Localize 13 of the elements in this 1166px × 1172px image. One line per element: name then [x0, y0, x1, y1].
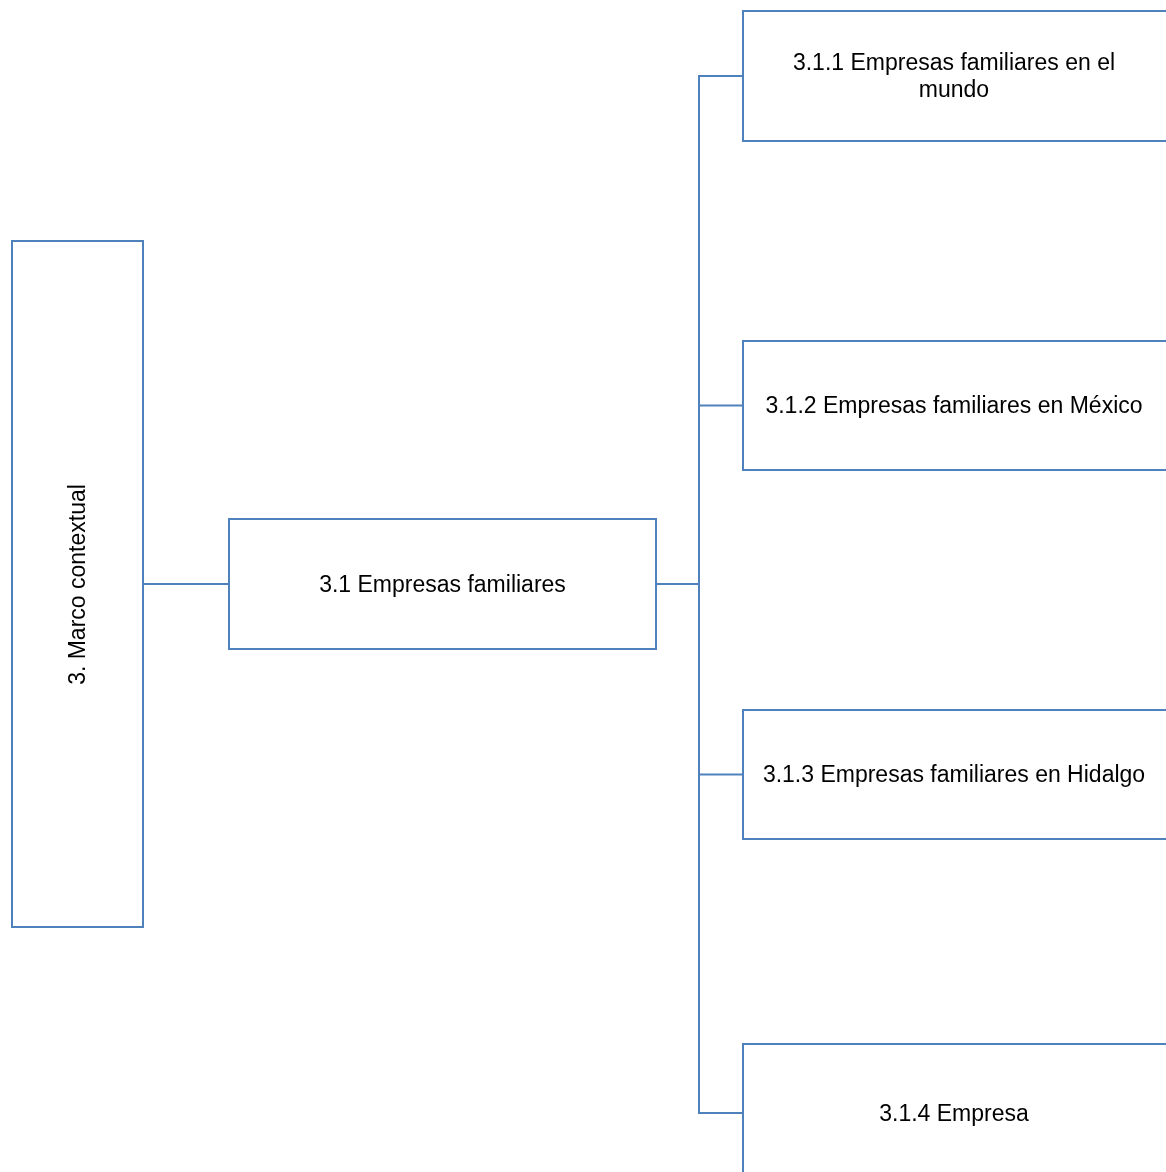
topic-box [228, 518, 657, 650]
topic-label: 3.1.2 Empresas familiares en México [764, 392, 1144, 419]
topic-label: 3.1.3 Empresas familiares en Hidalgo [762, 761, 1146, 788]
topic-box [742, 709, 1166, 840]
topic-box [11, 240, 144, 928]
connector-line [143, 583, 229, 585]
topic-box [742, 1043, 1166, 1172]
topic-label: 3. Marco contextual [64, 483, 91, 685]
topic-label: 3.1.1 Empresas familiares en el mundo [791, 49, 1117, 103]
topic-box [742, 340, 1166, 471]
topic-box [742, 10, 1166, 142]
topic-label: 3.1.4 Empresa [878, 1099, 1030, 1127]
topic-label: 3.1 Empresas familiares [318, 570, 567, 598]
